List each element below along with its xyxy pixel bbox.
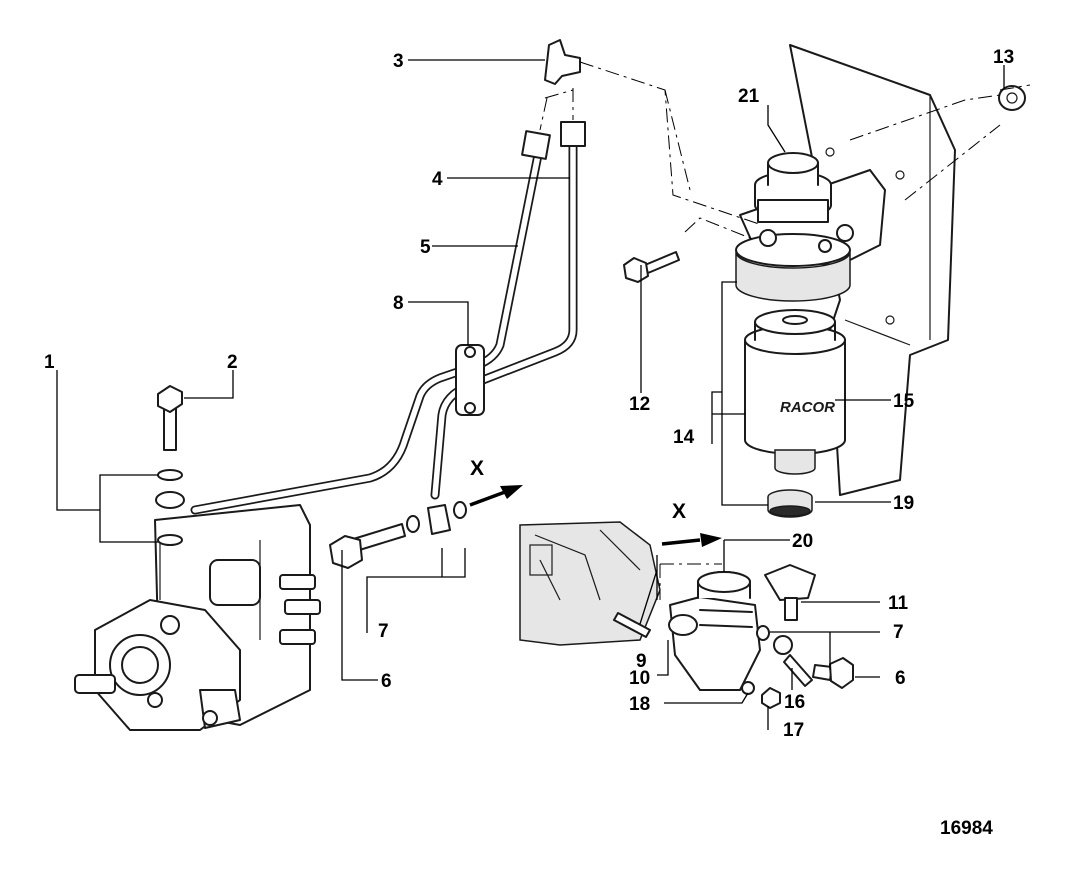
callout-6-right: 6: [895, 668, 906, 689]
line-clamp: [455, 344, 485, 416]
fuel-filter-element: [744, 309, 846, 475]
washer-and-nut: [741, 681, 781, 709]
callout-6-left: 6: [381, 671, 392, 692]
callout-1: 1: [44, 352, 55, 373]
callout-18: 18: [629, 694, 650, 715]
callout-3: 3: [393, 51, 404, 72]
callout-16: 16: [784, 692, 805, 713]
filter-brand-label: RACOR: [780, 399, 835, 416]
callout-7-left: 7: [378, 621, 389, 642]
fuel-filter-head: [735, 152, 886, 302]
callout-8: 8: [393, 293, 404, 314]
fuel-line-5: [190, 130, 551, 515]
view-x-arrow-top: [469, 485, 523, 507]
view-x-arrow-bottom: [661, 533, 722, 547]
callout-5: 5: [420, 237, 431, 258]
fuel-injection-pump: [74, 504, 321, 731]
fuel-lift-pump: [668, 571, 761, 691]
callout-15: 15: [893, 391, 915, 412]
callout-11: 11: [888, 593, 909, 614]
alignment-dashes: [539, 61, 1031, 600]
mounting-screw: [623, 251, 680, 283]
pump-stud: [613, 612, 651, 638]
callout-2: 2: [227, 352, 238, 373]
view-x-label-top: X: [470, 457, 484, 480]
leader-lines: [56, 59, 1005, 730]
callout-12: 12: [629, 394, 650, 415]
callout-17: 17: [783, 720, 804, 741]
callout-9: 9: [636, 651, 647, 672]
filter-drain-sensor: [767, 489, 813, 518]
engine-block-detail: [519, 521, 661, 646]
outlet-banjo-fitting: [756, 625, 813, 687]
elbow-fitting: [544, 39, 581, 85]
banjo-bolt: [329, 523, 406, 569]
banjo-fitting: [406, 501, 467, 535]
fuel-line-4: [430, 121, 586, 500]
pump-inlet-bolt: [155, 385, 185, 546]
primer-lever: [764, 564, 816, 621]
outlet-banjo-bolt: [812, 657, 854, 689]
callout-4: 4: [432, 169, 443, 190]
filter-mounting-bracket: [789, 44, 956, 496]
callout-20: 20: [792, 531, 813, 552]
callout-labels: 1 2 3 4 5 6 6 7 7 8 9 10 11 12 13 14 15 …: [44, 47, 1014, 741]
callout-21: 21: [738, 86, 760, 107]
callout-19: 19: [893, 493, 914, 514]
callout-14: 14: [673, 427, 695, 448]
figure-id: 16984: [940, 818, 993, 839]
callout-10: 10: [629, 668, 650, 689]
mounting-nut: [998, 85, 1026, 111]
callout-7-right: 7: [893, 622, 904, 643]
callout-13: 13: [993, 47, 1014, 68]
view-x-label-bottom: X: [672, 500, 686, 523]
